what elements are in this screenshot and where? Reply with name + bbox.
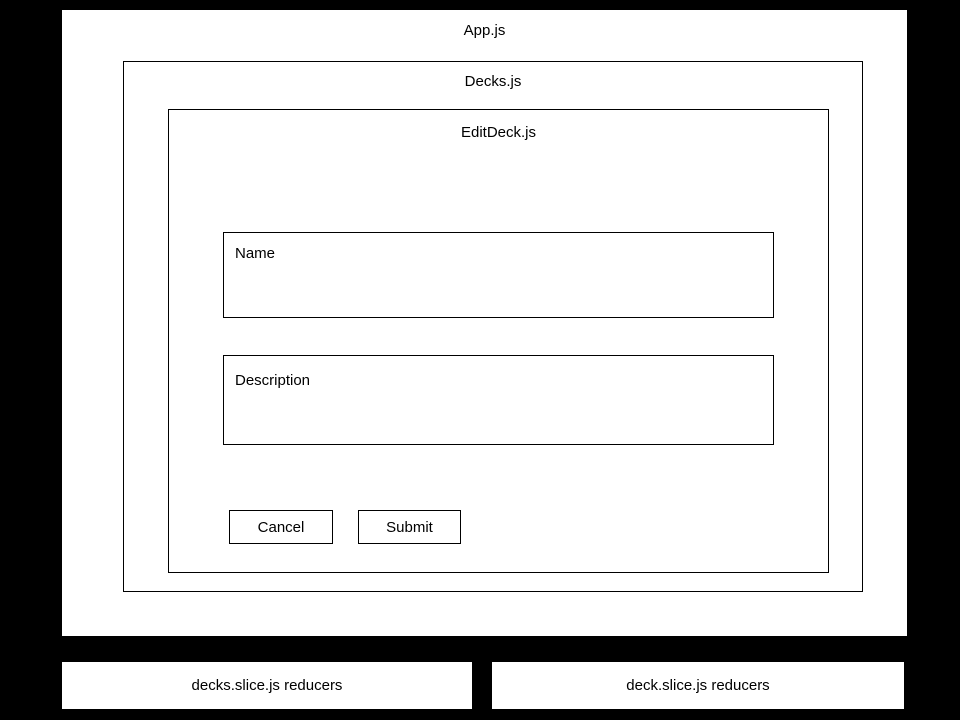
decks-component-title: Decks.js	[464, 73, 522, 90]
submit-button[interactable]: Submit	[358, 510, 461, 544]
description-field[interactable]: Description	[223, 355, 774, 445]
deck-slice-reducers-box: deck.slice.js reducers	[492, 662, 904, 709]
decks-component-box: Decks.js EditDeck.js Name Description Ca…	[123, 61, 863, 592]
app-component-title: App.js	[463, 22, 506, 39]
cancel-button[interactable]: Cancel	[229, 510, 333, 544]
deck-slice-reducers-label: deck.slice.js reducers	[626, 677, 770, 694]
editdeck-component-box: EditDeck.js Name Description Cancel Subm…	[168, 109, 829, 573]
name-field[interactable]: Name	[223, 232, 774, 318]
name-field-label: Name	[235, 245, 276, 262]
app-component-box: App.js Decks.js EditDeck.js Name Descrip…	[62, 10, 907, 636]
description-field-label: Description	[235, 372, 311, 389]
editdeck-component-title: EditDeck.js	[460, 124, 537, 141]
decks-slice-reducers-label: decks.slice.js reducers	[191, 677, 343, 694]
decks-slice-reducers-box: decks.slice.js reducers	[62, 662, 472, 709]
